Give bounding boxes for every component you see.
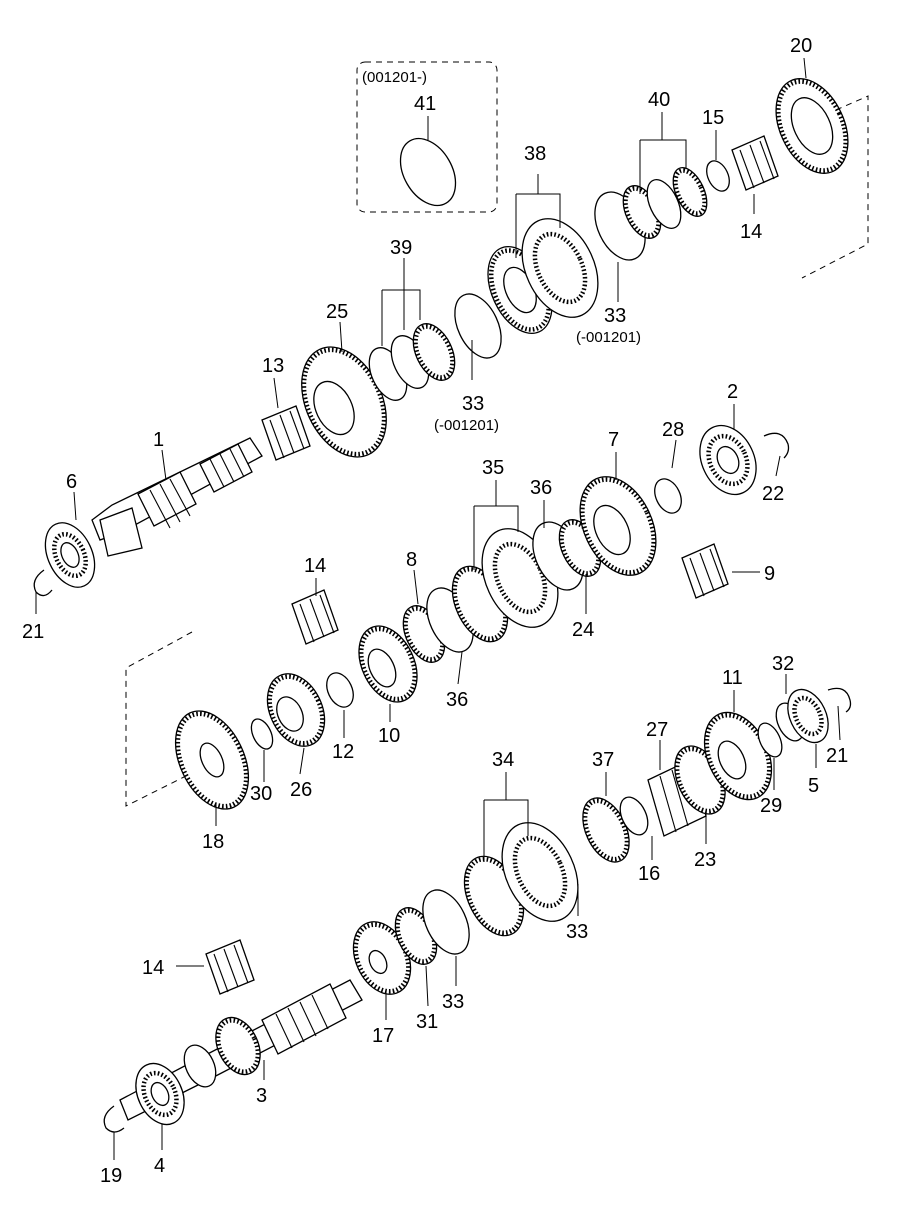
label-21-right: 21 [826,745,848,767]
label-29: 29 [760,795,782,817]
label-16: 16 [638,863,660,885]
label-6: 6 [66,471,77,493]
output-shaft-assembly [103,687,852,1133]
label-10: 10 [378,725,400,747]
needle-bearing-9 [681,543,729,599]
needle-bearing-13 [261,405,311,461]
label-7: 7 [608,429,619,451]
label-15: 15 [702,107,724,129]
label-26: 26 [290,779,312,801]
label-36-lower: 36 [446,689,468,711]
label-31: 31 [416,1011,438,1033]
leader-lines [35,57,841,1160]
label-33-a: 33 [462,393,484,415]
ring-29 [757,722,783,758]
collar-16 [619,796,649,836]
shim-41 [399,137,457,207]
label-35: 35 [482,457,504,479]
label-11: 11 [722,667,743,689]
label-22: 22 [762,483,784,505]
label-37: 37 [592,749,614,771]
needle-bearing-14-mid [291,589,339,645]
label-36-upper: 36 [530,477,552,499]
label-4: 4 [154,1155,165,1177]
needle-bearing-14-low [205,939,255,995]
label-24: 24 [572,619,594,641]
label-9: 9 [764,563,775,585]
input-shaft-assembly [33,78,869,597]
label-38: 38 [524,143,546,165]
label-33-d: 33 [442,991,464,1013]
snap-ring-30 [250,718,274,750]
note-33-b: (-001201) [576,329,641,346]
label-14-top: 14 [740,221,762,243]
needle-bearing-14-top [731,135,779,191]
label-40: 40 [648,89,670,111]
label-25: 25 [326,301,348,323]
label-27: 27 [646,719,668,741]
label-20: 20 [790,35,812,57]
note-33-a: (-001201) [434,417,499,434]
label-41: 41 [414,93,436,115]
snap-ring-21-right [827,687,852,713]
middle-shaft-assembly [125,424,790,810]
label-21-left: 21 [22,621,44,643]
synchro-sleeve-38 [521,218,599,318]
inset-box: (001201-) [356,61,498,213]
label-1: 1 [153,429,164,451]
label-3: 3 [256,1085,267,1107]
label-33-b: 33 [604,305,626,327]
shim-33-lower-a [422,889,470,955]
collar-12 [326,672,354,708]
ring-15 [706,160,730,192]
label-12: 12 [332,741,354,763]
callout-labels: 1 2 3 4 5 6 7 8 9 10 11 12 13 14 14 14 1… [22,35,848,1187]
label-30: 30 [250,783,272,805]
label-28: 28 [662,419,684,441]
snap-ring-22 [763,432,790,459]
label-14-mid: 14 [304,555,326,577]
label-14-low: 14 [142,957,164,979]
shim-33-upper-a [454,293,502,359]
label-39: 39 [390,237,412,259]
label-32: 32 [772,653,794,675]
label-34: 34 [492,749,514,771]
label-13: 13 [262,355,284,377]
label-5: 5 [808,775,819,797]
synchro-sleeve-34 [501,822,579,922]
label-19: 19 [100,1165,122,1187]
label-23: 23 [694,849,716,871]
label-33-c: 33 [566,921,588,943]
label-17: 17 [372,1025,394,1047]
label-8: 8 [406,549,417,571]
snap-ring-19 [103,1105,125,1133]
label-18: 18 [202,831,224,853]
snap-ring-21 [33,569,53,597]
inset-note: (001201-) [362,69,427,86]
label-2: 2 [727,381,738,403]
collar-28 [654,478,682,514]
